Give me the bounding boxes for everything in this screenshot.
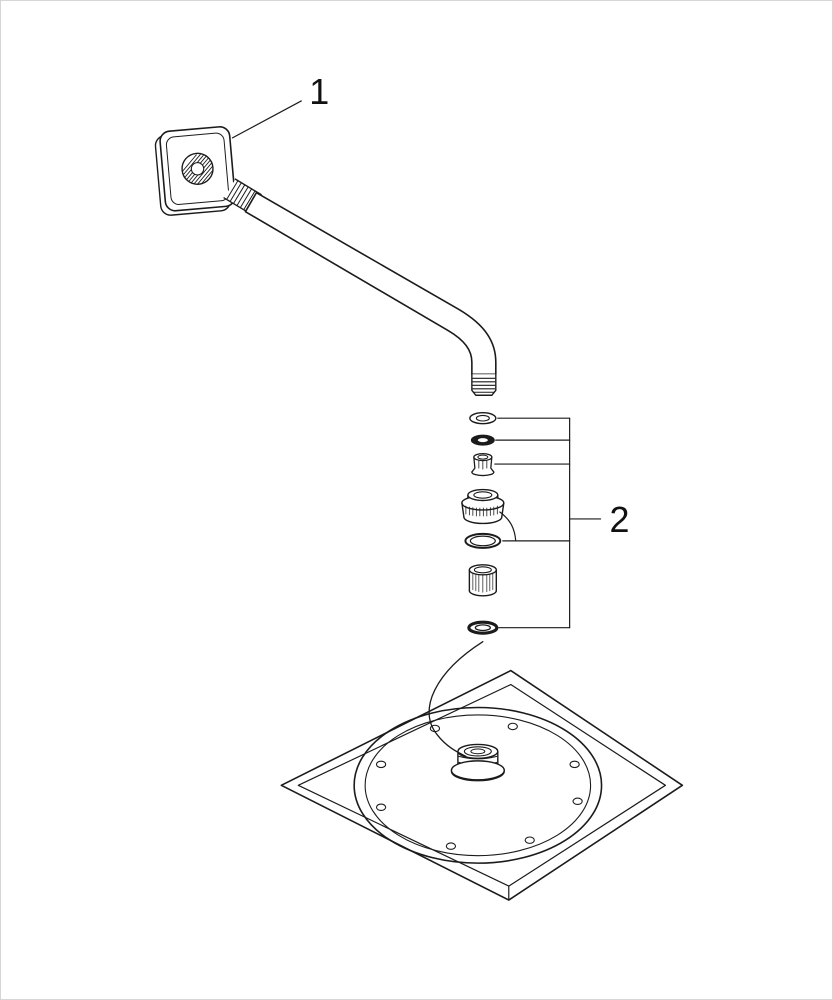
assembly-guide-curve — [428, 641, 484, 758]
o-ring-large — [464, 532, 502, 549]
callout-1-leader — [231, 100, 302, 139]
fitting-bore-outer — [463, 746, 492, 757]
flange-bore-center — [190, 162, 205, 176]
o-ring-small — [470, 434, 495, 446]
head-plate-outer-edge — [280, 669, 684, 901]
arm-end-thread — [471, 373, 497, 396]
fitting-flange — [450, 760, 505, 781]
inlet-fitting — [450, 743, 505, 782]
wall-flange — [154, 126, 236, 216]
sprayface-inner-ring — [364, 714, 592, 857]
arm-tube-outline — [244, 191, 497, 376]
fitting-flange-lip — [450, 770, 505, 782]
fastening-parts — [461, 412, 505, 635]
callout-2-label: 2 — [610, 499, 630, 540]
nut-knurl-hatch — [465, 505, 498, 517]
union-nut — [461, 488, 505, 525]
shower-arm — [244, 191, 497, 396]
flat-washer — [469, 412, 497, 425]
callout-2-bracket — [494, 417, 602, 629]
sleeve-bushing — [471, 452, 495, 477]
flange-plate-bevel — [165, 132, 230, 205]
sprayface-outer-ring — [353, 706, 603, 864]
callout-1-label: 1 — [309, 71, 329, 112]
sealing-gasket — [467, 620, 499, 635]
nut-link-curve — [499, 511, 517, 542]
fitting-bore-inner — [470, 748, 486, 755]
connector-hatch — [472, 572, 494, 593]
shower-head-plate — [280, 669, 684, 901]
connector-sleeve — [468, 564, 498, 597]
